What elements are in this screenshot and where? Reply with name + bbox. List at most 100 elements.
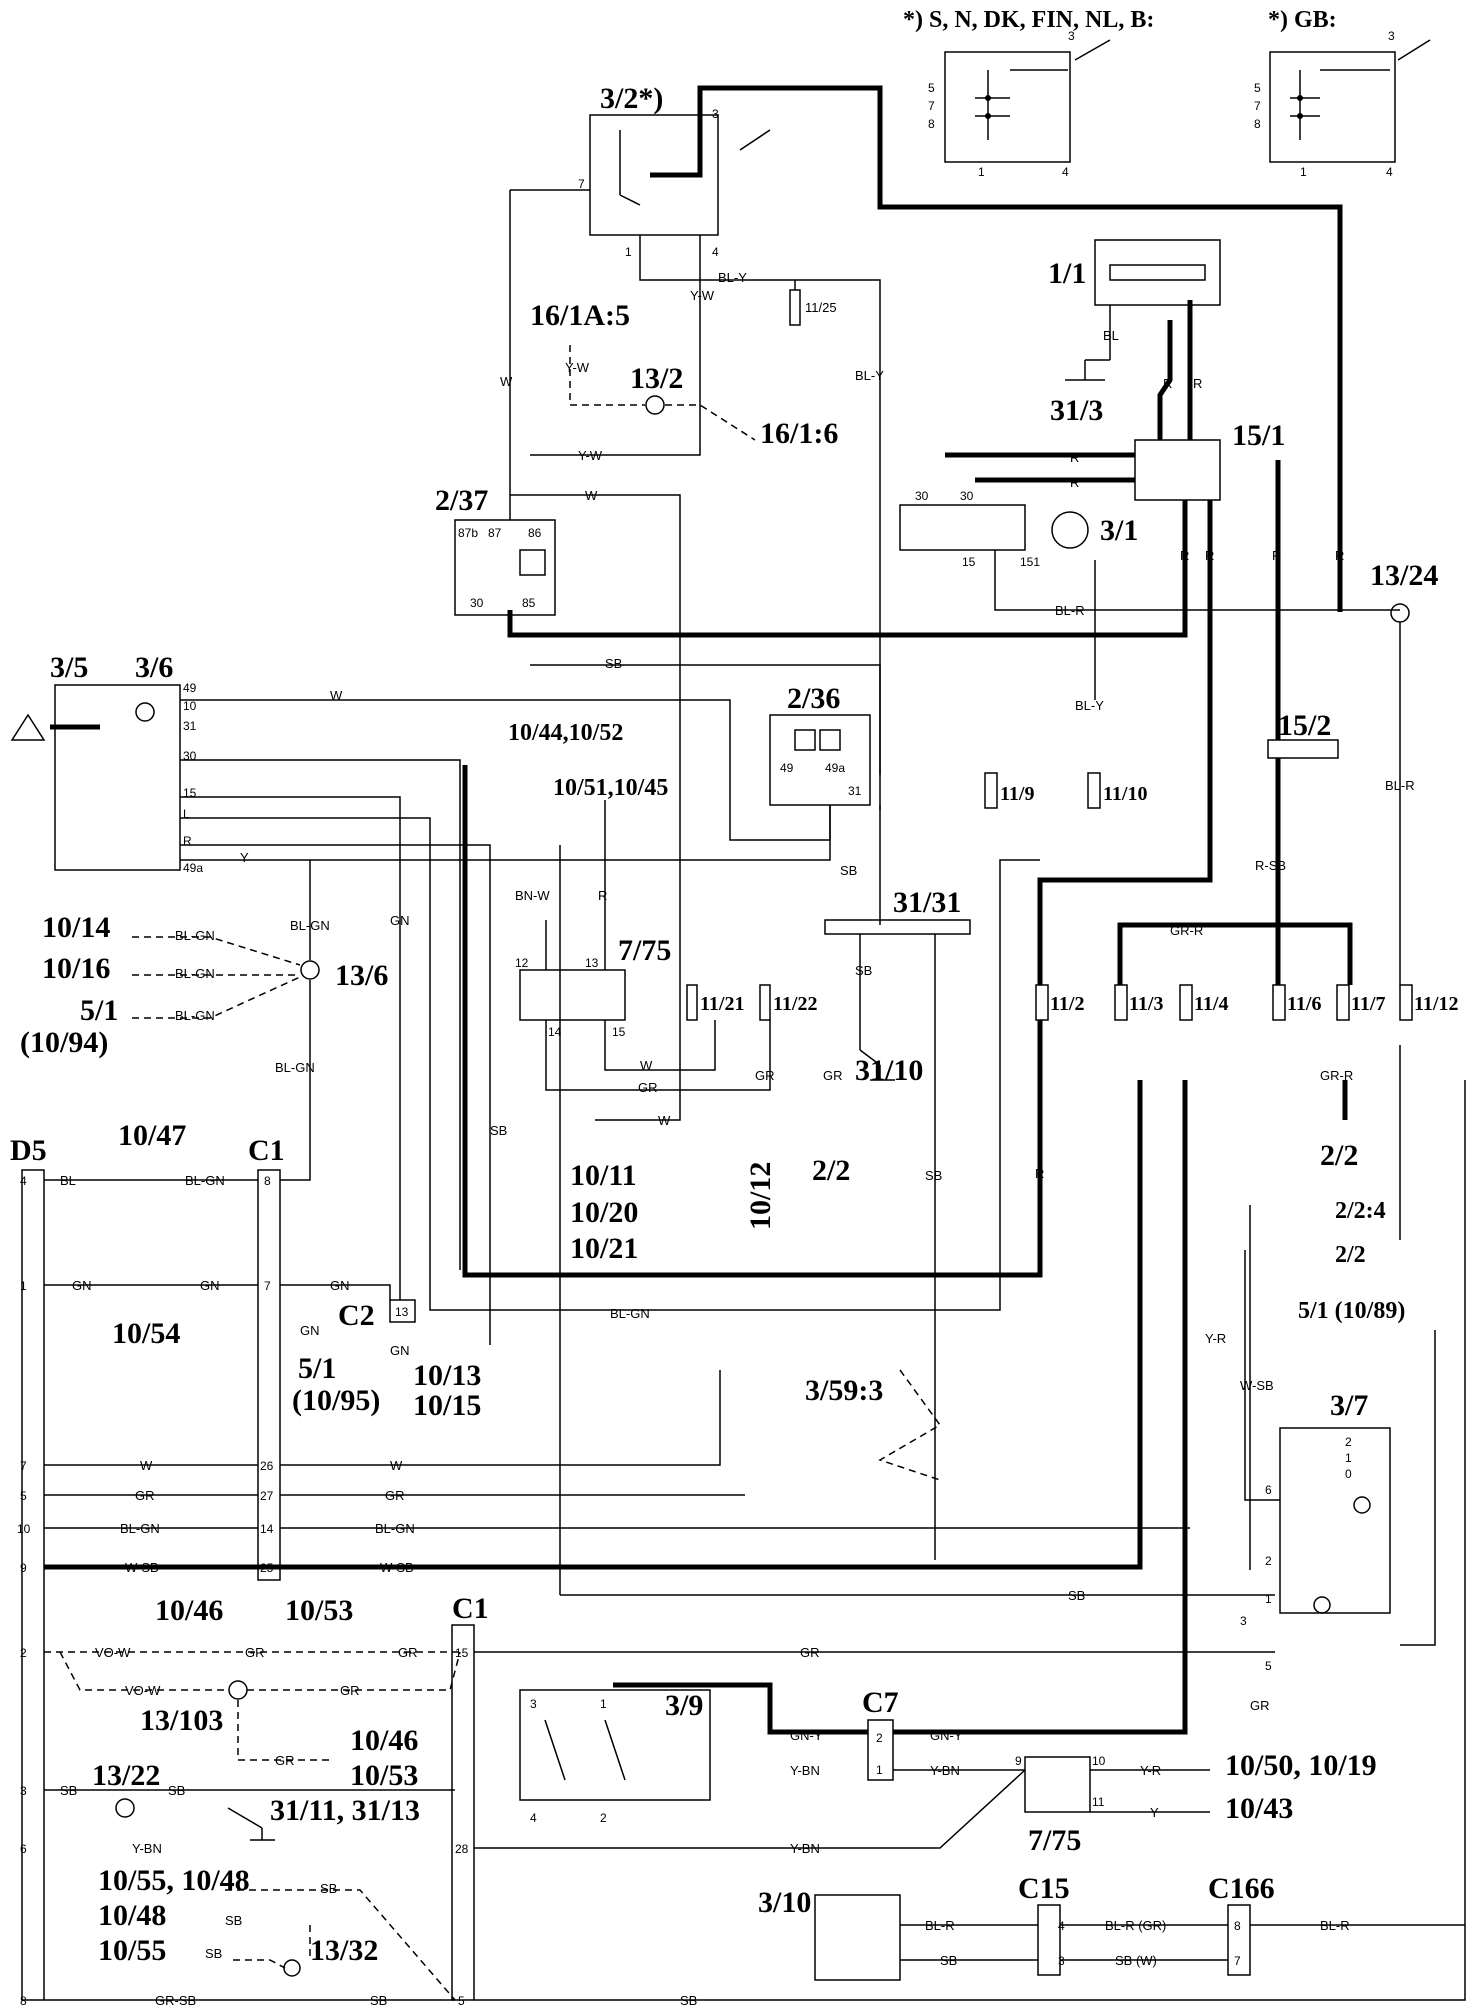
label-d5: D5 <box>10 1134 47 1167</box>
wl-r-6: R <box>1205 548 1214 563</box>
relay-2-37: 2/37 87b 87 86 30 85 <box>435 484 556 616</box>
sw37-pos-2: 2 <box>1345 1435 1352 1449</box>
res-pin-15: 15 <box>612 1025 626 1039</box>
wl-sb-w: SB (W) <box>1115 1953 1157 1968</box>
variant-gb-pin-7: 7 <box>1254 99 1261 113</box>
wl-bl-1: BL <box>60 1173 76 1188</box>
wl-sb-4: SB <box>490 1123 507 1138</box>
flasher-pin-49a: 49a <box>825 761 845 775</box>
sw35-pin-L: L <box>183 807 190 821</box>
ign-pin-151: 151 <box>1020 555 1040 569</box>
sw32-pin-4: 4 <box>712 245 719 259</box>
ref-31-11-31-13: 31/11, 31/13 <box>270 1794 420 1827</box>
ref-5-1-b: 5/1 <box>298 1352 336 1385</box>
sw37-pos-0: 0 <box>1345 1467 1352 1481</box>
wl-bl-gn-2: BL-GN <box>175 966 215 981</box>
wl-w-2: W <box>585 488 598 503</box>
wl-gn-4: GN <box>330 1278 350 1293</box>
c1-pin-26: 26 <box>260 1459 274 1473</box>
wl-gn-y-1: GN-Y <box>790 1728 823 1743</box>
wl-w-4: W <box>640 1058 653 1073</box>
ref-2-2-c: 2/2 <box>1335 1242 1366 1268</box>
label-c1-lower: C1 <box>452 1592 489 1625</box>
ground-bar-31-31 <box>824 919 971 935</box>
label-13-24: 13/24 <box>1370 559 1438 592</box>
wl-w-5: W <box>658 1113 671 1128</box>
relay-pin-86: 86 <box>528 526 542 540</box>
wire-bl-battery: BL <box>1103 328 1119 343</box>
wl-sb-5: SB <box>925 1168 942 1183</box>
wl-gr-4: GR <box>135 1488 155 1503</box>
flasher-pin-31: 31 <box>848 784 862 798</box>
label-10-54: 10/54 <box>112 1317 180 1350</box>
relay-pin-87: 87 <box>488 526 502 540</box>
lamp-13-32-icon <box>283 1959 301 1977</box>
fuse-11-25: 11/25 <box>789 289 837 326</box>
res-lower-pin-9: 9 <box>1015 1754 1022 1768</box>
key-icon <box>1051 511 1089 549</box>
sw35-pin-49a: 49a <box>183 861 203 875</box>
variant-gb-title: *) GB: <box>1268 7 1337 33</box>
c15-pin-3: 3 <box>1058 1954 1065 1968</box>
wire-labels: BL-Y Y-W Y-W BL-Y W Y-W W R R R R R R R … <box>60 270 1415 2008</box>
ref-10-95: (10/95) <box>292 1384 380 1417</box>
connector-c2 <box>389 1299 416 1323</box>
variant-gb-switch-box <box>1269 51 1396 163</box>
label-13-103: 13/103 <box>140 1704 223 1737</box>
switch-3-9: 3/9 3 1 4 2 <box>519 1689 711 1825</box>
sw35-pin-15: 15 <box>183 786 197 800</box>
wires-thick <box>44 85 1353 1735</box>
flasher-2-36: 2/36 49 49a 31 <box>769 682 871 806</box>
label-c1-upper: C1 <box>248 1134 285 1167</box>
sw37-pin-5: 5 <box>1265 1659 1272 1673</box>
sw32-pin-7: 7 <box>578 177 585 191</box>
label-c2: C2 <box>338 1299 375 1332</box>
d5-pin-8: 8 <box>20 1994 27 2008</box>
c7-pin-2: 2 <box>876 1731 883 1745</box>
lamp-13-22-icon <box>115 1798 135 1818</box>
label-11-3: 11/3 <box>1129 993 1163 1015</box>
relay-pin-87b: 87b <box>458 526 478 540</box>
c1b-pin-15: 15 <box>455 1646 469 1660</box>
label-11-2: 11/2 <box>1050 993 1084 1015</box>
wl-sb-8: SB <box>168 1783 185 1798</box>
wl-sb-7: SB <box>60 1783 77 1798</box>
lamp-13-103-icon <box>228 1680 248 1700</box>
wl-y-w-2: Y-W <box>565 360 590 375</box>
label-11-21: 11/21 <box>700 993 744 1015</box>
wl-gr-3: GR <box>823 1068 843 1083</box>
battery-1-1: 1/1 BL 31/3 <box>1048 239 1221 427</box>
wl-y-bn-3: Y-BN <box>132 1841 162 1856</box>
ref-10-51-10-45: 10/51,10/45 <box>553 775 668 801</box>
variant-gb-pin-4: 4 <box>1386 165 1393 179</box>
wl-gr-11: GR <box>275 1753 295 1768</box>
label-3-7: 3/7 <box>1330 1389 1368 1422</box>
ref-10-50-10-19: 10/50, 10/19 <box>1225 1749 1377 1782</box>
fusebox-15-1: 15/1 <box>1134 419 1285 501</box>
res-pin-14: 14 <box>548 1025 562 1039</box>
wl-r-5: R <box>1180 548 1189 563</box>
connector-c1-upper <box>257 1169 281 1581</box>
ref-10-21: 10/21 <box>570 1232 638 1265</box>
resistor-7-75-upper: 7/75 12 13 14 15 <box>515 934 671 1039</box>
label-10-53: 10/53 <box>285 1594 353 1627</box>
ref-10-94: (10/94) <box>20 1026 108 1059</box>
switch-3-7-body <box>1279 1427 1391 1614</box>
wires-thin <box>44 189 1466 2001</box>
lamp-13-24-icon <box>1390 603 1410 623</box>
label-c166: C166 <box>1208 1872 1275 1905</box>
lamp-3-6-icon <box>135 702 155 722</box>
wl-sb-9: SB <box>370 1993 387 2008</box>
fuse-11-12 <box>1399 984 1413 1021</box>
wl-bl-y-1: BL-Y <box>718 270 747 285</box>
label-10-46: 10/46 <box>155 1594 223 1627</box>
variant-nordic-pin-8: 8 <box>928 117 935 131</box>
label-c7: C7 <box>862 1686 899 1719</box>
fuse-11-6 <box>1272 984 1286 1021</box>
label-1-1: 1/1 <box>1048 257 1086 290</box>
ref-10-15: 10/15 <box>413 1389 481 1422</box>
label-11-25: 11/25 <box>805 300 837 315</box>
fuse-row: 11/2 11/3 11/4 11/6 11/7 11/12 <box>1035 984 1458 1021</box>
wl-gr-r-1: GR-R <box>1170 923 1203 938</box>
